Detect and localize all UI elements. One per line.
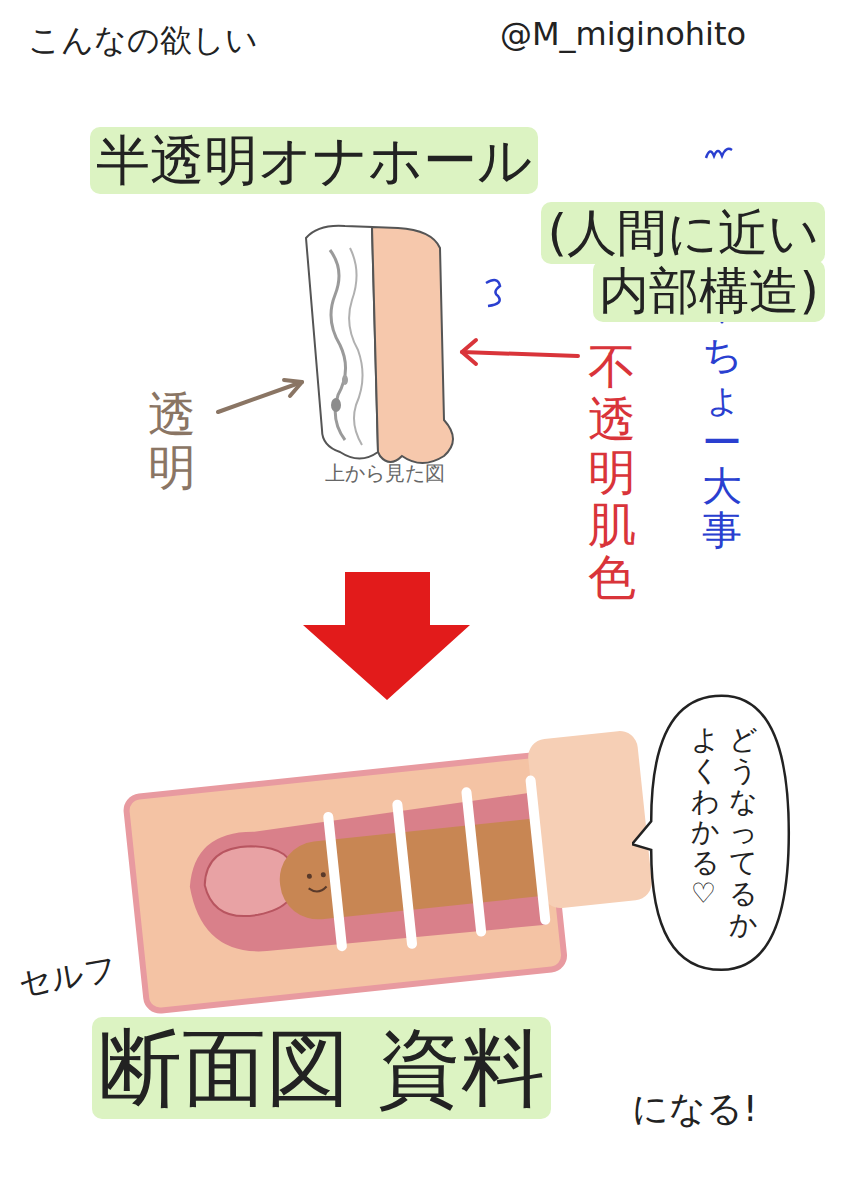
emphasis-note: ちょー大事	[702, 331, 743, 553]
caption-prefix: セルフ	[15, 949, 119, 1004]
inner-detail	[331, 398, 341, 412]
heading-note: こんなの欲しい	[28, 21, 258, 59]
caption-main-box: 断面図 資料	[92, 1020, 551, 1117]
face-smile	[309, 886, 327, 892]
speech-bubble: どうなってるかよくわかる♡	[632, 690, 792, 976]
caption-suffix-box: になる!	[632, 1088, 757, 1129]
emphasis-mark	[706, 149, 732, 158]
watermark: @M_miginohito	[500, 15, 746, 53]
arrow-head	[284, 380, 302, 396]
view-note: 上から見た図	[325, 461, 445, 485]
emphasis-mark	[486, 280, 500, 306]
highlight-stripe	[461, 787, 487, 937]
feature-note: (人間に近い 内部構造)	[541, 202, 825, 322]
caption-main: 断面図 資料	[92, 1017, 551, 1119]
emphasis-note-box: ちょー大事	[702, 332, 742, 552]
part-label-box: 不透明肌色	[588, 340, 636, 604]
inner-wall	[330, 250, 346, 440]
bubble-text: どうなってるかよくわかる♡	[691, 725, 757, 941]
inner-detail	[342, 375, 348, 385]
bubble-shape	[632, 696, 789, 970]
inner-wall	[349, 248, 362, 445]
highlight-stripe	[392, 799, 418, 949]
caption-prefix-box: セルフ	[16, 950, 120, 1003]
watermark-box: @M_miginohito	[500, 16, 746, 53]
feature-note-box: (人間に近い 内部構造)	[425, 205, 825, 320]
view-note-box: 上から見た図	[325, 462, 445, 485]
tube-clear	[306, 226, 378, 459]
arrow-head	[462, 340, 476, 364]
caption-suffix: になる!	[632, 1088, 757, 1129]
title-box: 半透明オナホール	[90, 130, 538, 192]
face-dot	[321, 872, 326, 877]
bubble-line: よくわかる♡	[691, 725, 719, 941]
face-dot	[307, 873, 312, 878]
heading-note-box: こんなの欲しい	[28, 22, 258, 59]
down-arrow	[303, 572, 470, 700]
part-label: 透明	[148, 386, 196, 495]
part-label-box: 透明	[148, 388, 196, 494]
part-label: 不透明肌色	[588, 338, 636, 605]
tube-skin	[372, 227, 453, 463]
highlight-stripe	[323, 811, 348, 951]
title: 半透明オナホール	[90, 127, 538, 194]
highlight-stripe	[525, 775, 551, 925]
bubble-line: どうなってるか	[729, 725, 757, 941]
leader-arrow	[462, 352, 578, 356]
